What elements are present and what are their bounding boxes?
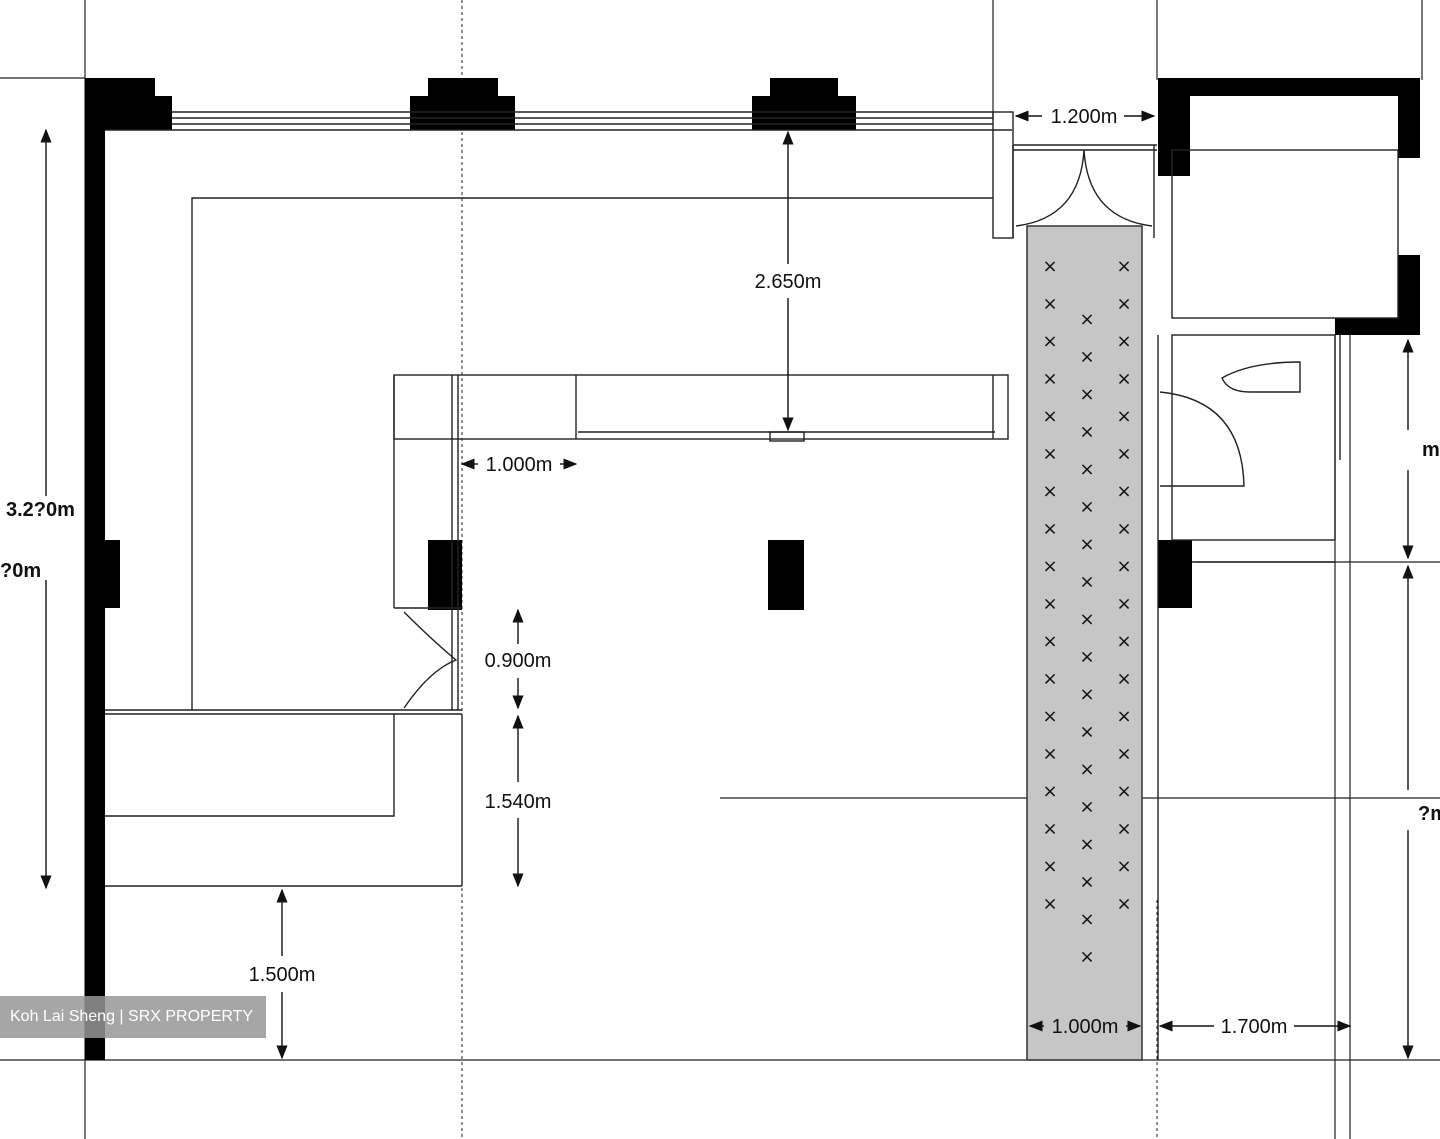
dashed-grid-lines — [461, 0, 1158, 1139]
dim-left-partial-a: 3.2?0m — [6, 499, 75, 521]
x-mark: × — [1079, 947, 1094, 968]
corridor — [1026, 225, 1143, 1061]
door-swings — [403, 149, 1245, 709]
x-mark: × — [1116, 331, 1131, 352]
dimension-lines — [40, 110, 1414, 1060]
x-mark: × — [1042, 594, 1057, 615]
interior-lines — [105, 111, 1399, 1060]
x-mark: × — [1079, 609, 1094, 630]
x-mark: × — [1042, 481, 1057, 502]
x-mark: × — [1042, 256, 1057, 277]
x-mark: × — [1116, 894, 1131, 915]
x-mark: × — [1079, 647, 1094, 668]
x-mark: × — [1079, 347, 1094, 368]
dim-room-depth: 2.650m — [755, 271, 822, 293]
x-mark: × — [1042, 669, 1057, 690]
x-mark: × — [1042, 706, 1057, 727]
x-mark: × — [1079, 797, 1094, 818]
x-mark: × — [1079, 684, 1094, 705]
x-mark: × — [1116, 631, 1131, 652]
x-mark: × — [1116, 406, 1131, 427]
x-marks: × × × × × × × × × × × × × × × × × × × × × × × × × × × × × × × × × × × × × × × ×… — [1042, 256, 1131, 968]
x-mark: × — [1042, 781, 1057, 802]
x-mark: × — [1042, 819, 1057, 840]
x-mark: × — [1116, 256, 1131, 277]
x-mark: × — [1116, 444, 1131, 465]
x-mark: × — [1042, 444, 1057, 465]
x-mark: × — [1079, 459, 1094, 480]
x-mark: × — [1116, 481, 1131, 502]
x-mark: × — [1079, 872, 1094, 893]
x-mark: × — [1116, 819, 1131, 840]
x-mark: × — [1079, 309, 1094, 330]
x-mark: × — [1116, 781, 1131, 802]
x-mark: × — [1042, 294, 1057, 315]
x-mark: × — [1116, 856, 1131, 877]
dim-top-door: 1.200m — [1051, 106, 1118, 128]
x-mark: × — [1079, 834, 1094, 855]
x-mark: × — [1079, 534, 1094, 555]
x-mark: × — [1116, 556, 1131, 577]
x-mark: × — [1116, 519, 1131, 540]
dim-right-width: 1.700m — [1221, 1016, 1288, 1038]
x-mark: × — [1116, 706, 1131, 727]
x-mark: × — [1079, 384, 1094, 405]
dim-right-partial-b: ?m — [1418, 803, 1440, 825]
walls — [85, 78, 1420, 1060]
dim-counter-gap: 1.000m — [486, 454, 553, 476]
x-mark: × — [1042, 856, 1057, 877]
x-mark: × — [1042, 631, 1057, 652]
x-mark: × — [1116, 744, 1131, 765]
x-mark: × — [1079, 722, 1094, 743]
x-mark: × — [1042, 369, 1057, 390]
x-mark: × — [1116, 594, 1131, 615]
dim-corridor-width: 1.000m — [1052, 1016, 1119, 1038]
dim-bottom-clearance: 1.500m — [249, 964, 316, 986]
x-mark: × — [1079, 759, 1094, 780]
x-mark: × — [1116, 369, 1131, 390]
dim-cabinet-depth: 1.540m — [485, 791, 552, 813]
x-mark: × — [1042, 744, 1057, 765]
x-mark: × — [1079, 572, 1094, 593]
x-mark: × — [1042, 894, 1057, 915]
x-mark: × — [1042, 556, 1057, 577]
watermark: Koh Lai Sheng | SRX PROPERTY — [0, 996, 266, 1038]
x-mark: × — [1116, 669, 1131, 690]
x-mark: × — [1042, 406, 1057, 427]
x-mark: × — [1079, 909, 1094, 930]
x-mark: × — [1042, 331, 1057, 352]
x-mark: × — [1079, 497, 1094, 518]
dim-right-partial-a: m — [1422, 439, 1440, 461]
x-mark: × — [1116, 294, 1131, 315]
x-mark: × — [1079, 422, 1094, 443]
dim-small-door: 0.900m — [485, 650, 552, 672]
dim-left-partial-b: ?0m — [0, 560, 41, 582]
x-mark: × — [1042, 519, 1057, 540]
